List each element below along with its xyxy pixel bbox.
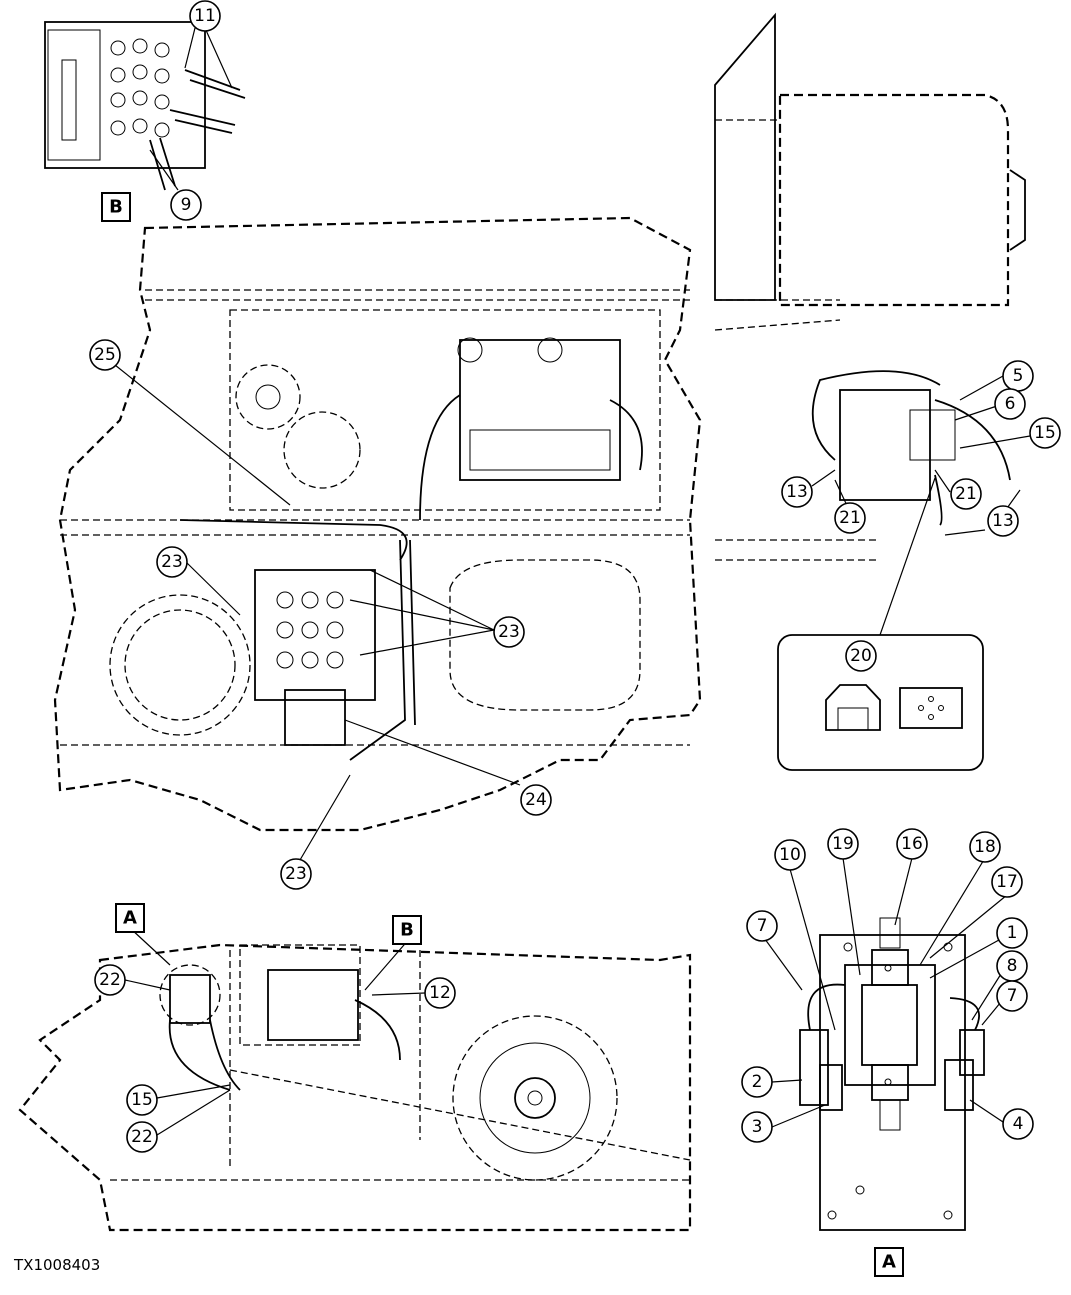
svg-text:9: 9 <box>181 195 192 215</box>
callout-15-lower: 15 <box>126 1084 158 1116</box>
callout-1: 1 <box>996 917 1028 949</box>
side-view-upper-right <box>714 12 1026 561</box>
callout-23-b: 23 <box>493 616 525 648</box>
pilot-manifold <box>179 519 416 761</box>
callout-15-upper: 15 <box>1029 417 1061 449</box>
callout-7-right: 7 <box>996 980 1028 1012</box>
callout-19: 19 <box>827 828 859 860</box>
callout-2: 2 <box>741 1066 773 1098</box>
svg-text:12: 12 <box>429 983 451 1003</box>
view-label-b-lower: B <box>392 915 422 945</box>
svg-text:6: 6 <box>1005 394 1016 414</box>
svg-text:3: 3 <box>752 1117 763 1137</box>
svg-text:18: 18 <box>974 837 996 857</box>
callout-22-lower: 22 <box>126 1121 158 1153</box>
view-label-a-bottom: A <box>874 1247 904 1277</box>
callout-24: 24 <box>520 784 552 816</box>
svg-text:25: 25 <box>94 345 116 365</box>
callout-23-a: 23 <box>156 546 188 578</box>
callout-18: 18 <box>969 831 1001 863</box>
svg-text:17: 17 <box>996 872 1018 892</box>
view-label-b-top: B <box>101 192 131 222</box>
callout-17: 17 <box>991 866 1023 898</box>
swing-drive <box>452 1015 618 1181</box>
svg-text:4: 4 <box>1013 1114 1024 1134</box>
svg-text:21: 21 <box>955 484 977 504</box>
callout-3: 3 <box>741 1111 773 1143</box>
svg-text:2: 2 <box>752 1072 763 1092</box>
callout-16: 16 <box>896 828 928 860</box>
svg-text:1: 1 <box>1007 923 1018 943</box>
callout-11: 11 <box>189 0 221 32</box>
callout-7-left: 7 <box>746 910 778 942</box>
solenoid-valve-upper <box>811 370 1011 526</box>
callout-10: 10 <box>774 839 806 871</box>
svg-text:23: 23 <box>161 552 183 572</box>
callout-5: 5 <box>1002 360 1034 392</box>
svg-text:15: 15 <box>131 1090 153 1110</box>
svg-text:8: 8 <box>1007 956 1018 976</box>
callout-21-right: 21 <box>950 478 982 510</box>
svg-text:20: 20 <box>850 646 872 666</box>
svg-text:19: 19 <box>832 834 854 854</box>
svg-text:22: 22 <box>131 1127 153 1147</box>
svg-text:A: A <box>123 908 137 929</box>
svg-text:23: 23 <box>285 864 307 884</box>
callout-6: 6 <box>994 388 1026 420</box>
svg-text:21: 21 <box>839 508 861 528</box>
callout-8: 8 <box>996 950 1028 982</box>
solenoid-valve-lower <box>159 964 221 1026</box>
svg-text:16: 16 <box>901 834 923 854</box>
svg-text:A: A <box>882 1252 896 1273</box>
view-label-a-lower: A <box>115 903 145 933</box>
control-valve-assembly <box>419 337 643 521</box>
callout-23-c: 23 <box>280 858 312 890</box>
callout-13-right: 13 <box>987 505 1019 537</box>
round-cover-large <box>109 594 251 736</box>
svg-text:7: 7 <box>757 916 768 936</box>
svg-text:5: 5 <box>1013 366 1024 386</box>
svg-text:13: 13 <box>786 482 808 502</box>
callout-21-left: 21 <box>834 502 866 534</box>
callout-22-upper: 22 <box>94 964 126 996</box>
svg-text:22: 22 <box>99 970 121 990</box>
svg-text:15: 15 <box>1034 423 1056 443</box>
svg-text:B: B <box>400 920 414 941</box>
leader-lines <box>114 27 1031 1136</box>
callout-12: 12 <box>424 977 456 1009</box>
callout-9: 9 <box>170 189 202 221</box>
pilot-manifold-lower <box>168 944 401 1091</box>
svg-text:10: 10 <box>779 845 801 865</box>
detail-b-manifold <box>44 21 246 191</box>
side-view-lower-left <box>18 943 692 1232</box>
svg-text:13: 13 <box>992 511 1014 531</box>
main-frame-view <box>53 216 702 832</box>
svg-text:7: 7 <box>1007 986 1018 1006</box>
callout-4: 4 <box>1002 1108 1034 1140</box>
svg-text:23: 23 <box>498 622 520 642</box>
callout-13-left: 13 <box>781 476 813 508</box>
figure-id: TX1008403 <box>13 1256 100 1274</box>
callout-20: 20 <box>845 640 877 672</box>
svg-text:B: B <box>109 197 123 218</box>
svg-text:11: 11 <box>194 6 216 26</box>
svg-text:24: 24 <box>525 790 547 810</box>
detail-a-valve <box>799 917 985 1231</box>
connector-inset <box>777 477 984 771</box>
callout-25: 25 <box>89 339 121 371</box>
